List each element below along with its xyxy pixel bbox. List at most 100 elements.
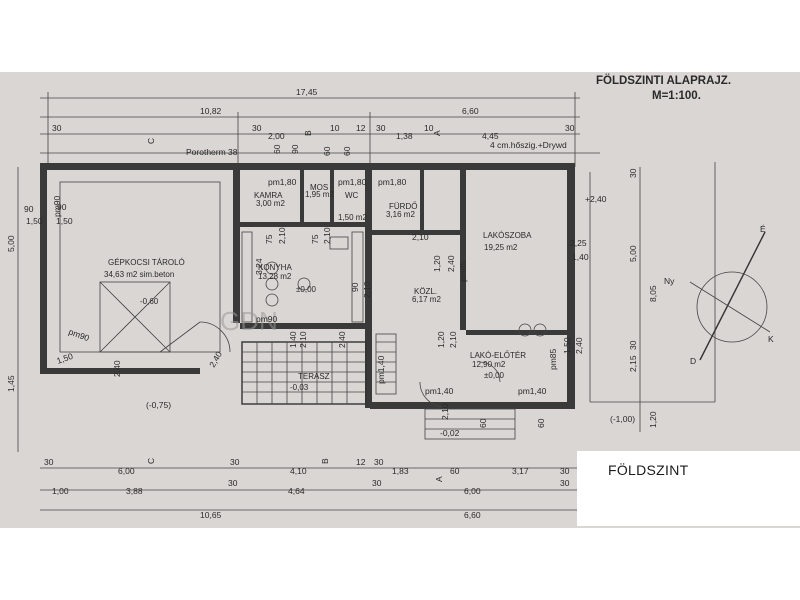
dim-inner-i1: 75 xyxy=(264,234,274,244)
floor-label: FÖLDSZINT xyxy=(608,462,689,478)
dim-inner-i25: 60 xyxy=(536,418,546,428)
note-pm180c: pm1,80 xyxy=(378,177,407,187)
room-hall-name: KÖZL. xyxy=(414,287,437,296)
dim-bottom-c2: 3,88 xyxy=(126,486,143,496)
note-pm140b: pm1,40 xyxy=(518,386,547,396)
dim-top-s12: 90 xyxy=(290,144,300,154)
dim-top-s6: 30 xyxy=(376,123,386,133)
top-dimension-lines xyxy=(40,92,600,167)
dim-top-s10: 30 xyxy=(565,123,575,133)
compass-d: D xyxy=(690,356,696,366)
dim-inner-i17: 1,50 xyxy=(562,337,572,354)
dim-bottom-b2: 6,00 xyxy=(118,466,135,476)
section-c-top: C xyxy=(146,138,156,144)
dim-inner-i24: 2,10 xyxy=(440,403,450,420)
note-pm180a: pm1,80 xyxy=(268,177,297,187)
dim-inner-i14: 2,40 xyxy=(337,331,347,348)
dim-top-s13: 60 xyxy=(272,144,282,154)
note-drywall: 4 cm.hőszig.+Drywd xyxy=(490,140,567,150)
floor-plan-drawing: FÖLDSZINTI ALAPRAJZ. M=1:100. 17,45 10,8… xyxy=(6,74,774,520)
dim-inner-i9: 2,40 xyxy=(446,255,456,272)
room-bath-name: FÜRDŐ xyxy=(389,202,417,211)
note-porotherm: Porotherm 38 xyxy=(186,147,238,157)
dim-inner-i18: 2,40 xyxy=(574,337,584,354)
dim-side-l3: 90 xyxy=(24,204,34,214)
dim-inner-i32: 90 xyxy=(57,202,67,212)
walls xyxy=(40,163,575,409)
dim-bottom-c7: 30 xyxy=(560,478,570,488)
dim-side-r1: 5,00 xyxy=(628,245,638,262)
terrace-tiles xyxy=(241,341,367,405)
dim-inner-i16: 2,10 xyxy=(448,331,458,348)
dim-bottom-b1: 30 xyxy=(44,457,54,467)
room-kitchen-name: KONYHA xyxy=(258,263,292,272)
dim-top-s8: 10 xyxy=(424,123,434,133)
dim-side-l4: 1,50 xyxy=(26,216,43,226)
room-kitchen-area: 13,28 m2 xyxy=(258,272,292,281)
section-a-top: A xyxy=(432,130,442,136)
dim-inner-i15: 1,20 xyxy=(436,331,446,348)
room-living-name: LAKÓSZOBA xyxy=(483,231,532,240)
dim-side-r7: 2,25 xyxy=(570,238,587,248)
dim-bottom-overall-left: 10,65 xyxy=(200,510,222,520)
dim-inner-i7: 3,24 xyxy=(254,258,264,275)
floor-label-box xyxy=(577,451,800,526)
dim-top-s9: 4,45 xyxy=(482,131,499,141)
room-pantry-area: 3,00 m2 xyxy=(256,199,285,208)
section-b-bottom: B xyxy=(320,458,330,464)
bottom-dimension-lines xyxy=(40,467,580,511)
dim-bottom-b5: 12 xyxy=(356,457,366,467)
note-pm90a: pm90 xyxy=(52,195,62,217)
inner-lines xyxy=(59,162,716,440)
door-swings xyxy=(159,321,501,408)
dim-inner-i11: 2,10 xyxy=(362,281,372,298)
dim-side-r6: 30 xyxy=(628,340,638,350)
dim-top-s14: 60 xyxy=(322,146,332,156)
dim-top-s7: 1,38 xyxy=(396,131,413,141)
dim-bottom-b6: 30 xyxy=(374,457,384,467)
section-c-bottom: C xyxy=(146,458,156,464)
room-garage-name: GÉPKOCSI TÁROLÓ xyxy=(108,258,185,267)
room-living-area: 19,25 m2 xyxy=(484,243,518,252)
kitchen-appliances xyxy=(265,236,547,337)
note-pm90b: pm90 xyxy=(67,326,91,343)
room-terrace-level: -0,03 xyxy=(290,383,309,392)
dim-side-r5: 30 xyxy=(628,168,638,178)
note-level-b: (-1,00) xyxy=(610,414,635,424)
dim-bottom-c3: 30 xyxy=(228,478,238,488)
dim-top-s11: 30 xyxy=(52,123,62,133)
dim-top-left: 10,82 xyxy=(200,106,222,116)
dim-bottom-b3: 30 xyxy=(230,457,240,467)
room-entry-level: ±0,00 xyxy=(484,371,505,380)
note-pm90c: pm90 xyxy=(256,314,278,324)
compass-e: É xyxy=(760,224,766,234)
room-garage-area: 34,63 m2 sim.beton xyxy=(104,270,174,279)
note-pm180b: pm1,80 xyxy=(338,177,367,187)
compass-ny: Ny xyxy=(664,276,675,286)
dim-inner-i23: 60 xyxy=(478,418,488,428)
dim-side-r2: 8,05 xyxy=(648,285,658,302)
dim-inner-i31: 1,50 xyxy=(56,216,73,226)
plan-scale: M=1:100. xyxy=(652,90,701,102)
section-a-bottom: A xyxy=(434,476,444,482)
room-pantry-name: KAMRA xyxy=(254,191,283,200)
dim-inner-i4: 2,10 xyxy=(322,227,332,244)
dim-inner-i13: 2,10 xyxy=(298,331,308,348)
dim-bottom-b7: 1,83 xyxy=(392,466,409,476)
room-laundry-name: MOS xyxy=(310,183,328,192)
dim-top-s5: 12 xyxy=(356,123,366,133)
section-b-top: B xyxy=(303,130,313,136)
note-level-d: +2,40 xyxy=(585,194,607,204)
dim-inner-i3: 75 xyxy=(310,234,320,244)
room-laundry-area: 1,95 m2 xyxy=(305,190,334,199)
room-kitchen-level: ±0,00 xyxy=(296,285,317,294)
compass-rose xyxy=(689,231,771,361)
dim-bottom-b9: 3,17 xyxy=(512,466,529,476)
dim-bottom-overall-right: 6,60 xyxy=(464,510,481,520)
dim-bottom-c5: 30 xyxy=(372,478,382,488)
room-bath-area: 3,16 m2 xyxy=(386,210,415,219)
dim-inner-i22: 2,10 xyxy=(412,232,429,242)
room-entry-area: 12,90 m2 xyxy=(472,360,506,369)
dim-overall-top: 17,45 xyxy=(296,87,318,97)
dim-side-r8: 1,40 xyxy=(572,252,589,262)
